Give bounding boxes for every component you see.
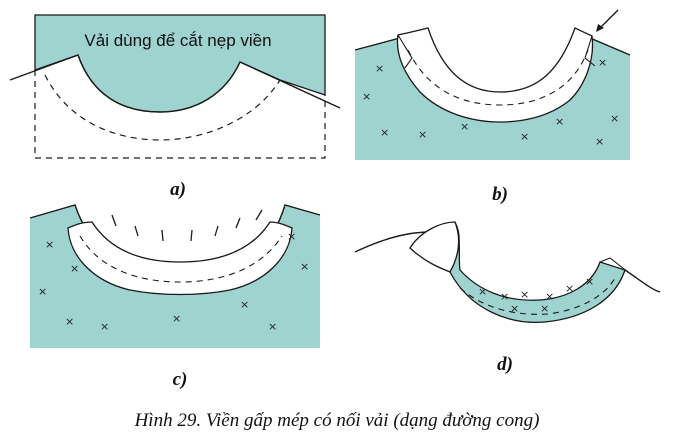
panel-d-fold-flap xyxy=(409,221,460,273)
panel-c-letter: c) xyxy=(173,369,188,390)
panel-b-fold-left xyxy=(397,34,413,69)
panel-d-letter: d) xyxy=(497,354,513,375)
panel-c-facing-strip xyxy=(67,221,293,296)
svg-text:×: × xyxy=(375,62,384,75)
svg-text:×: × xyxy=(362,90,371,103)
svg-text:×: × xyxy=(418,128,427,141)
svg-text:×: × xyxy=(500,290,509,303)
svg-text:×: × xyxy=(598,56,607,69)
svg-text:×: × xyxy=(100,320,109,333)
svg-text:×: × xyxy=(287,230,296,243)
panel-c-dashed-seam xyxy=(79,235,283,283)
panel-d: d) xyxy=(354,221,661,375)
svg-text:×: × xyxy=(478,285,487,298)
panel-b-dashed-seam xyxy=(407,49,589,106)
svg-text:×: × xyxy=(172,312,181,325)
panel-c-fabric xyxy=(30,205,320,348)
svg-text:×: × xyxy=(380,126,389,139)
panel-b-fold-right xyxy=(584,35,596,67)
panel-b-letter: b) xyxy=(492,184,508,205)
svg-text:×: × xyxy=(268,320,277,333)
svg-text:×: × xyxy=(460,120,469,133)
panel-b: b) xyxy=(354,9,631,205)
svg-text:×: × xyxy=(565,282,574,295)
svg-text:×: × xyxy=(555,115,564,128)
svg-text:×: × xyxy=(38,285,47,298)
fabric-label: Vải dùng để cắt nẹp viền xyxy=(84,31,271,50)
panel-c: c) xyxy=(29,204,321,390)
panel-b-fabric xyxy=(355,38,630,160)
panel-a: Vải dùng để cắt nẹp viền a) xyxy=(9,14,341,200)
panel-d-end xyxy=(599,257,629,273)
svg-text:×: × xyxy=(520,130,529,143)
panel-d-line xyxy=(354,231,661,293)
panel-a-dashed-curve xyxy=(44,74,281,141)
svg-text:×: × xyxy=(510,302,519,315)
svg-text:×: × xyxy=(45,238,54,251)
svg-text:×: × xyxy=(65,315,74,328)
arrow-icon xyxy=(596,24,604,32)
panel-c-notches xyxy=(111,209,263,242)
fabric-cross-marks: ××× ××× ××× × ××× ××× ××× × ××× ××× ×× xyxy=(38,56,619,333)
panel-a-letter: a) xyxy=(170,179,186,200)
svg-text:×: × xyxy=(240,298,249,311)
svg-text:×: × xyxy=(540,302,549,315)
figure-caption: Hình 29. Viền gấp mép có nối vải (dạng đ… xyxy=(134,410,540,431)
svg-text:×: × xyxy=(585,275,594,288)
svg-text:×: × xyxy=(545,290,554,303)
panel-a-fabric xyxy=(34,14,326,113)
panel-d-strip xyxy=(449,221,626,324)
svg-text:×: × xyxy=(595,135,604,148)
panel-b-facing-strip xyxy=(396,27,594,123)
svg-text:×: × xyxy=(610,112,619,125)
svg-text:×: × xyxy=(300,260,309,273)
panel-a-dashed-box xyxy=(34,70,326,159)
svg-text:×: × xyxy=(70,262,79,275)
panel-a-cut-line xyxy=(9,54,341,113)
svg-text:×: × xyxy=(520,288,529,301)
